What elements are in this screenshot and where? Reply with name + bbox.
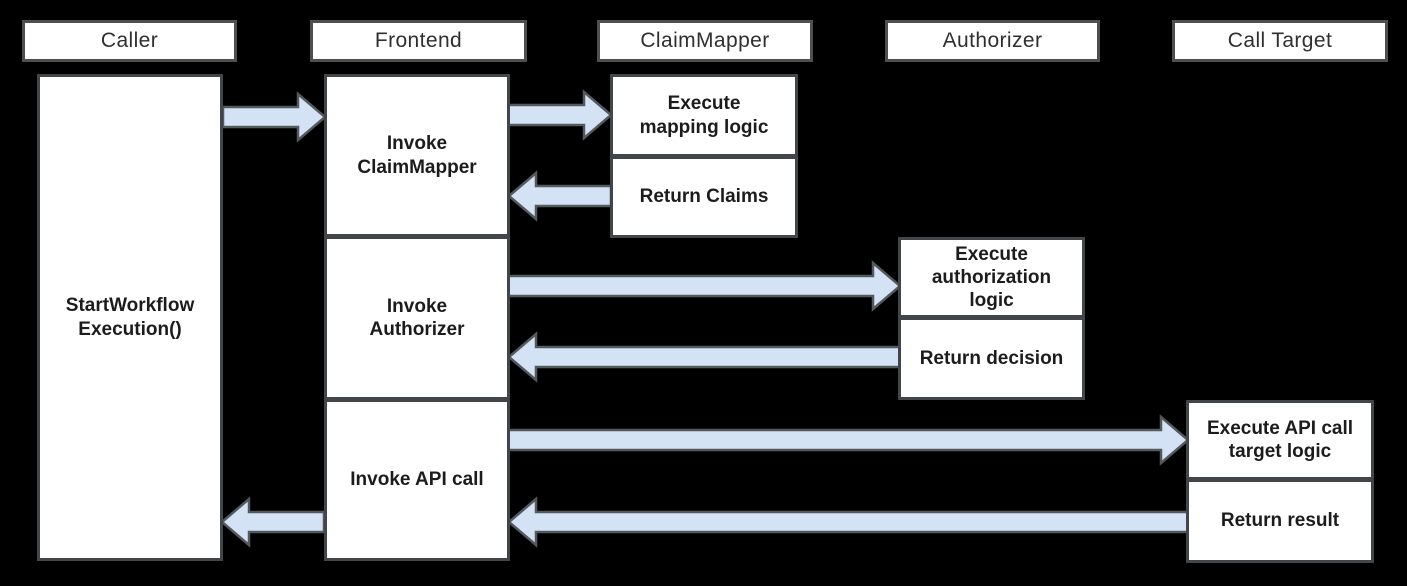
participant-header-call-target: Call Target: [1172, 20, 1388, 62]
activation-invoke-claimmapper: Invoke ClaimMapper: [324, 74, 510, 237]
arrow-caller-to-frontend: [221, 91, 327, 143]
arrow-invoke-api-call: [506, 414, 1190, 466]
arrow-invoke-claimmapper: [506, 89, 613, 141]
activation-return-decision: Return decision: [898, 317, 1085, 400]
arrow-return-to-caller: [220, 496, 326, 548]
activation-invoke-api-call: Invoke API call: [324, 399, 510, 561]
arrow-invoke-authorizer: [506, 260, 902, 312]
participant-header-authorizer: Authorizer: [885, 20, 1100, 62]
arrow-return-claims: [507, 170, 613, 222]
participant-header-caller: Caller: [22, 20, 237, 62]
activation-execute-authorization-logic: Execute authorization logic: [898, 237, 1085, 318]
activation-execute-api-call-target-logic: Execute API call target logic: [1186, 400, 1374, 480]
arrow-return-decision: [507, 331, 902, 383]
activation-start-workflow-execution: StartWorkflow Execution(): [37, 74, 223, 561]
activation-execute-mapping-logic: Execute mapping logic: [610, 74, 798, 157]
activation-invoke-authorizer: Invoke Authorizer: [324, 236, 510, 400]
activation-return-claims: Return Claims: [610, 156, 798, 238]
activation-return-result: Return result: [1186, 479, 1374, 563]
participant-header-frontend: Frontend: [310, 20, 527, 62]
participant-header-claimmapper: ClaimMapper: [597, 20, 813, 62]
arrow-return-result: [507, 496, 1190, 548]
